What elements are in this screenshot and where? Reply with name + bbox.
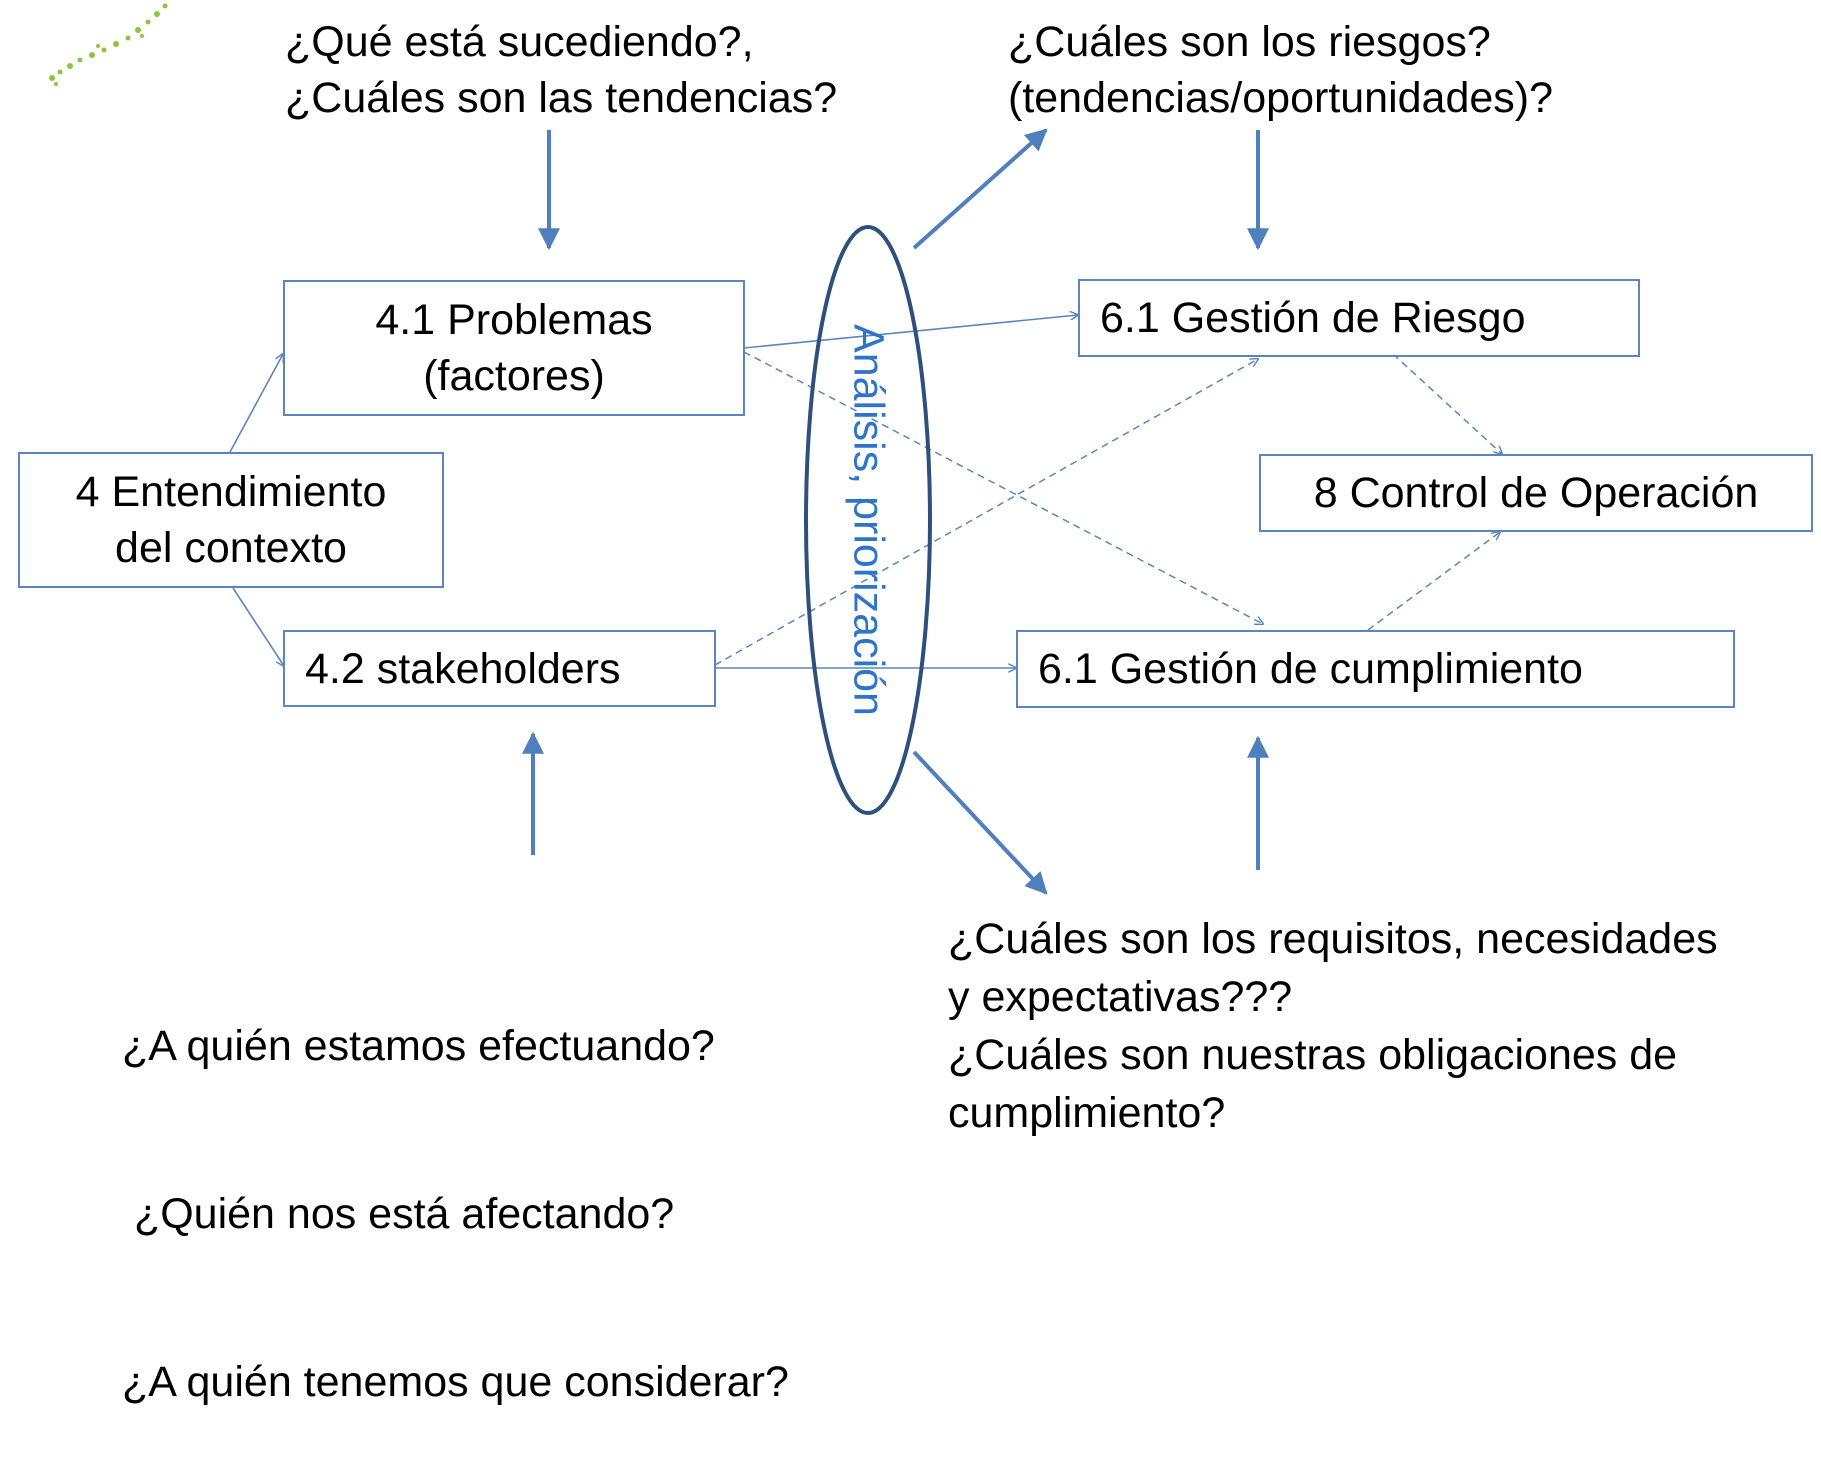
arrow-ellipse-to-risks-question bbox=[912, 128, 1048, 250]
box-risk: 6.1 Gestión de Riesgo bbox=[1078, 279, 1640, 357]
question-bottom-left-line-3: ¿A quién tenemos que considerar? bbox=[122, 1358, 789, 1406]
analysis-ellipse bbox=[804, 225, 932, 815]
dashed-risk-to-control bbox=[1392, 353, 1502, 454]
box-context-line-1: 4 Entendimiento bbox=[75, 468, 387, 516]
box-stakeholders: 4.2 stakeholders bbox=[283, 630, 716, 707]
box-context-line-2: del contexto bbox=[115, 524, 347, 572]
question-top-right: ¿Cuáles son los riesgos? (tendencias/opo… bbox=[1008, 14, 1553, 126]
connector-context-to-stakeholders bbox=[232, 587, 284, 666]
question-bottom-right-line-1: ¿Cuáles son los requisitos, necesidades bbox=[948, 915, 1718, 963]
connector-context-to-problems bbox=[229, 354, 283, 453]
dashed-problems-to-compliance bbox=[743, 351, 1263, 624]
box-problems-line-2: (factores) bbox=[423, 352, 605, 400]
ellipse-label: Análisis, priorización bbox=[844, 324, 893, 716]
dashed-stakeholders-to-risk bbox=[714, 359, 1258, 666]
box-problems-line-1: 4.1 Problemas bbox=[375, 296, 653, 344]
connector-problems-to-risk bbox=[743, 315, 1078, 349]
question-bottom-left: ¿A quién estamos efectuando? ¿Quién nos … bbox=[122, 906, 789, 1466]
question-top-left-line-1: ¿Qué está sucediendo?, bbox=[285, 18, 754, 66]
dashed-compliance-to-control bbox=[1367, 532, 1500, 631]
question-bottom-right: ¿Cuáles son los requisitos, necesidades … bbox=[948, 910, 1718, 1142]
box-context: 4 Entendimiento del contexto bbox=[18, 452, 444, 588]
question-bottom-left-line-2: ¿Quién nos está afectando? bbox=[122, 1190, 675, 1238]
question-bottom-right-line-3: ¿Cuáles son nuestras obligaciones de bbox=[948, 1031, 1678, 1079]
box-risk-line-1: 6.1 Gestión de Riesgo bbox=[1100, 294, 1526, 342]
box-compliance-line-1: 6.1 Gestión de cumplimiento bbox=[1038, 645, 1583, 693]
question-top-right-line-2: (tendencias/oportunidades)? bbox=[1008, 74, 1554, 122]
question-bottom-left-line-1: ¿A quién estamos efectuando? bbox=[122, 1022, 715, 1070]
box-control: 8 Control de Operación bbox=[1259, 454, 1813, 532]
vine-decoration-icon bbox=[49, 3, 168, 86]
question-top-left: ¿Qué está sucediendo?, ¿Cuáles son las t… bbox=[285, 14, 837, 126]
question-bottom-right-line-2: y expectativas??? bbox=[948, 973, 1293, 1021]
box-problems: 4.1 Problemas (factores) bbox=[283, 280, 745, 416]
question-bottom-right-line-4: cumplimiento? bbox=[948, 1089, 1226, 1137]
diagram-canvas bbox=[49, 3, 1821, 895]
box-control-line-1: 8 Control de Operación bbox=[1313, 469, 1759, 517]
box-compliance: 6.1 Gestión de cumplimiento bbox=[1016, 630, 1735, 708]
box-stakeholders-line-1: 4.2 stakeholders bbox=[305, 644, 621, 693]
question-top-right-line-1: ¿Cuáles son los riesgos? bbox=[1008, 18, 1491, 66]
question-top-left-line-2: ¿Cuáles son las tendencias? bbox=[285, 74, 838, 122]
arrow-ellipse-to-requirements-question bbox=[912, 750, 1048, 895]
